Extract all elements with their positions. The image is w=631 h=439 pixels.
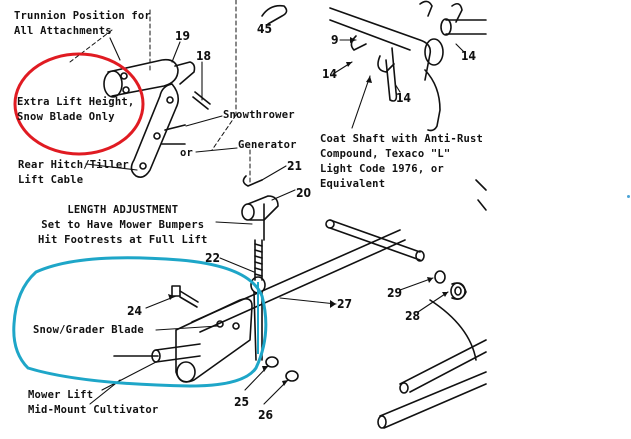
yoke-20 [241, 195, 279, 241]
part-number-26: 26 [258, 408, 274, 422]
label-extra-lift-height: Extra Lift Height, Snow Blade Only [17, 96, 135, 123]
dashed-guides [69, 0, 251, 186]
part-number-14-right: 14 [461, 49, 477, 63]
upper-shaft-assembly [329, 0, 487, 211]
label-snow-grader-blade: Snow/Grader Blade [33, 324, 144, 336]
part-number-25: 25 [234, 395, 250, 409]
cross-shaft-27 [191, 219, 467, 333]
part-number-14-left: 14 [322, 67, 338, 81]
label-generator: Generator [238, 139, 297, 151]
part-number-24: 24 [127, 304, 143, 318]
label-coat-shaft: Coat Shaft with Anti-Rust Compound, Texa… [320, 133, 484, 190]
label-mower-lift: Mower Lift Mid-Mount Cultivator [28, 389, 159, 416]
label-length-adjustment: LENGTH ADJUSTMENT Set to Have Mower Bump… [38, 204, 208, 246]
part-number-28: 28 [405, 309, 421, 323]
pin-21 [242, 175, 263, 187]
part-number-18: 18 [196, 49, 212, 63]
nut-26 [285, 370, 299, 382]
part-number-9: 9 [331, 33, 339, 47]
lower-right-bars [377, 299, 487, 429]
part-number-27: 27 [337, 297, 353, 311]
red-annotation-circle [13, 52, 145, 156]
spring-clip-45 [261, 4, 288, 25]
label-rear-hitch-tiller: Rear Hitch/Tiller Lift Cable [18, 159, 129, 186]
part-number-19: 19 [175, 29, 191, 43]
part-number-14-middle: 14 [396, 91, 412, 105]
arrowheads [168, 37, 448, 386]
label-snowthrower: Snowthrower [223, 109, 295, 121]
part-number-21: 21 [287, 159, 303, 173]
leader-lines [85, 37, 465, 405]
part-number-20: 20 [296, 186, 312, 200]
label-or: or [180, 147, 194, 159]
stray-dot [627, 195, 630, 198]
part-number-22: 22 [205, 251, 221, 265]
label-trunnion-position: Trunnion Position for All Attachments [14, 10, 151, 37]
part-number-45: 45 [257, 22, 273, 36]
washer-25 [265, 356, 279, 368]
lower-lift-arm [113, 298, 253, 383]
part-number-29: 29 [387, 286, 403, 300]
blue-annotation-circle [12, 256, 268, 388]
